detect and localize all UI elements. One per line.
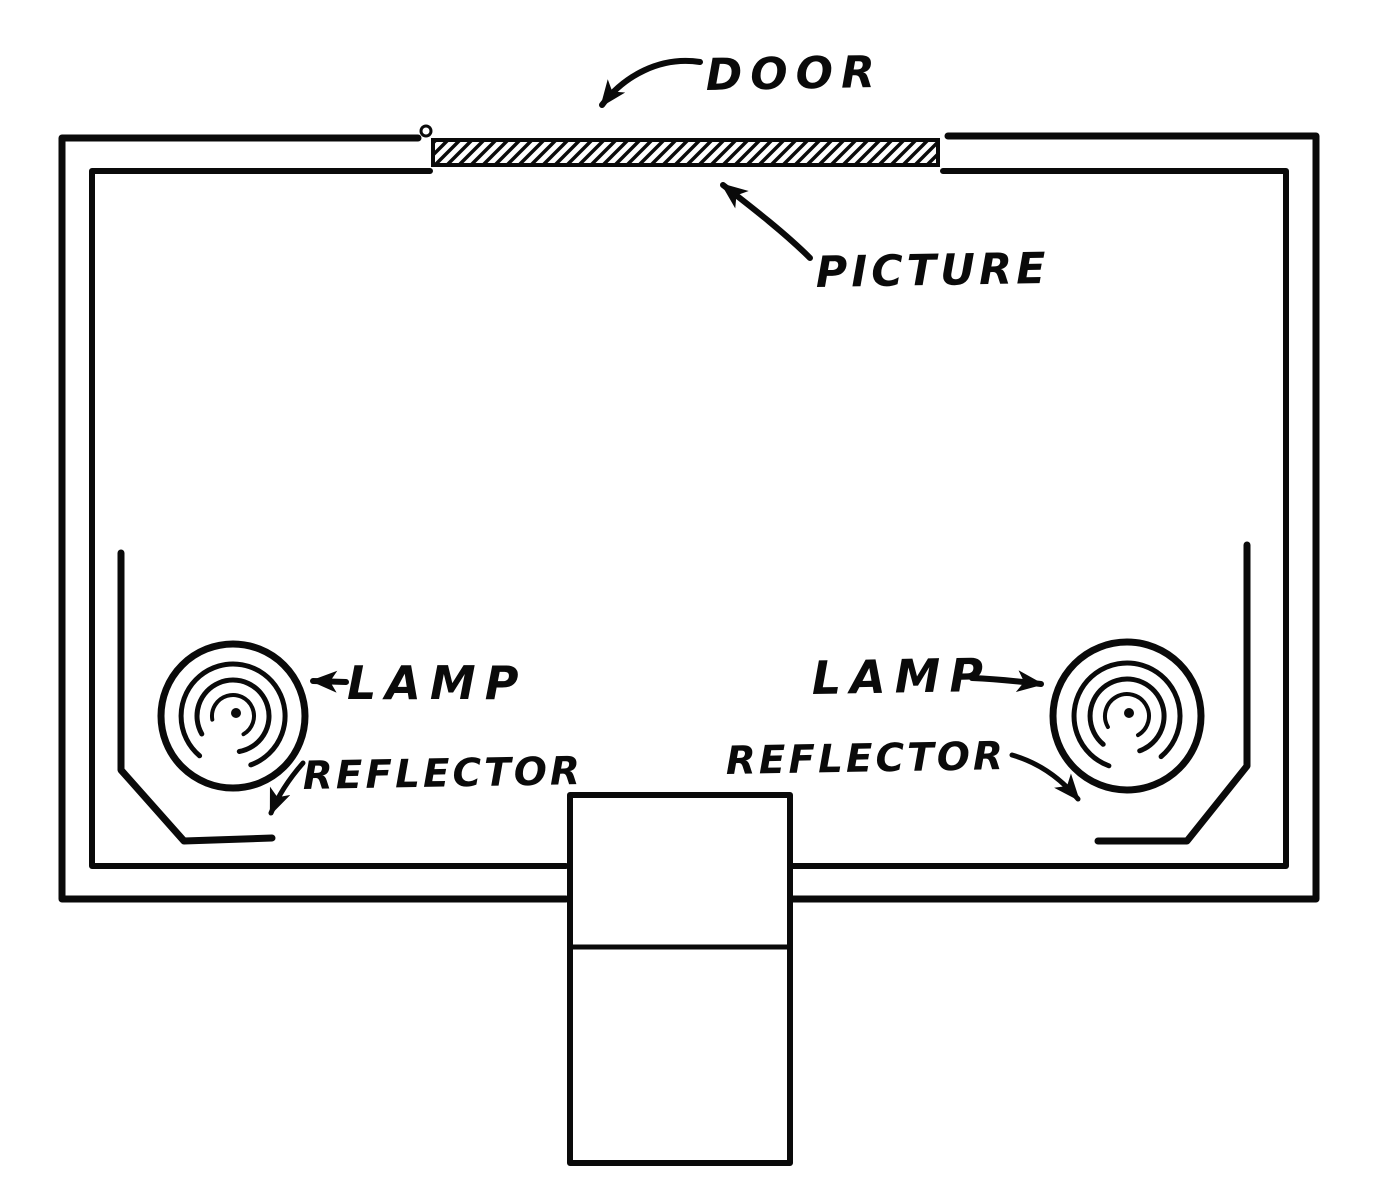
door-hinge (419, 124, 433, 138)
reflector-right-arrow (1009, 752, 1081, 802)
lamp-right-filament-dot (1124, 708, 1134, 718)
enclosure-outer-wall (58, 132, 1320, 903)
lamp-right-coil-inner (1102, 692, 1151, 738)
viewing-hood (567, 792, 793, 1166)
reflector-left-shape (117, 549, 276, 845)
viewing-hood-body (567, 792, 793, 1166)
reflector-right-label: REFLECTOR (725, 734, 1006, 784)
reflector-left-label: REFLECTOR (302, 749, 583, 799)
door-arrow (599, 57, 703, 108)
enclosure-inner-wall (89, 168, 1289, 869)
lamp-right-bulb (1049, 638, 1205, 794)
picture-arrow (720, 182, 813, 261)
lamp-right-coil-outer (1071, 660, 1183, 769)
lamp-right-label: LAMP (811, 648, 992, 705)
lamp-left-arrow (310, 670, 349, 693)
lamp-right-coil-middle (1087, 676, 1167, 754)
lamp-right-arrow (969, 670, 1044, 693)
door-strip-group (419, 124, 940, 167)
lamp-left-bulb (157, 640, 309, 792)
reflector-left-arrow (268, 760, 306, 816)
lamp-left-filament-dot (231, 708, 241, 718)
lamp-left-shape (157, 640, 309, 792)
lamp-left-coil-inner (209, 693, 256, 737)
lamp-left-label: LAMP (347, 656, 527, 710)
door-label: DOOR (705, 47, 883, 101)
lamp-right-shape (1049, 638, 1205, 794)
door-strip (431, 138, 940, 167)
picture-label: PICTURE (815, 244, 1050, 298)
lamp-left-coil-middle (194, 677, 272, 754)
lamp-left-coil-outer (178, 661, 288, 768)
reflector-right-shape (1094, 541, 1251, 845)
